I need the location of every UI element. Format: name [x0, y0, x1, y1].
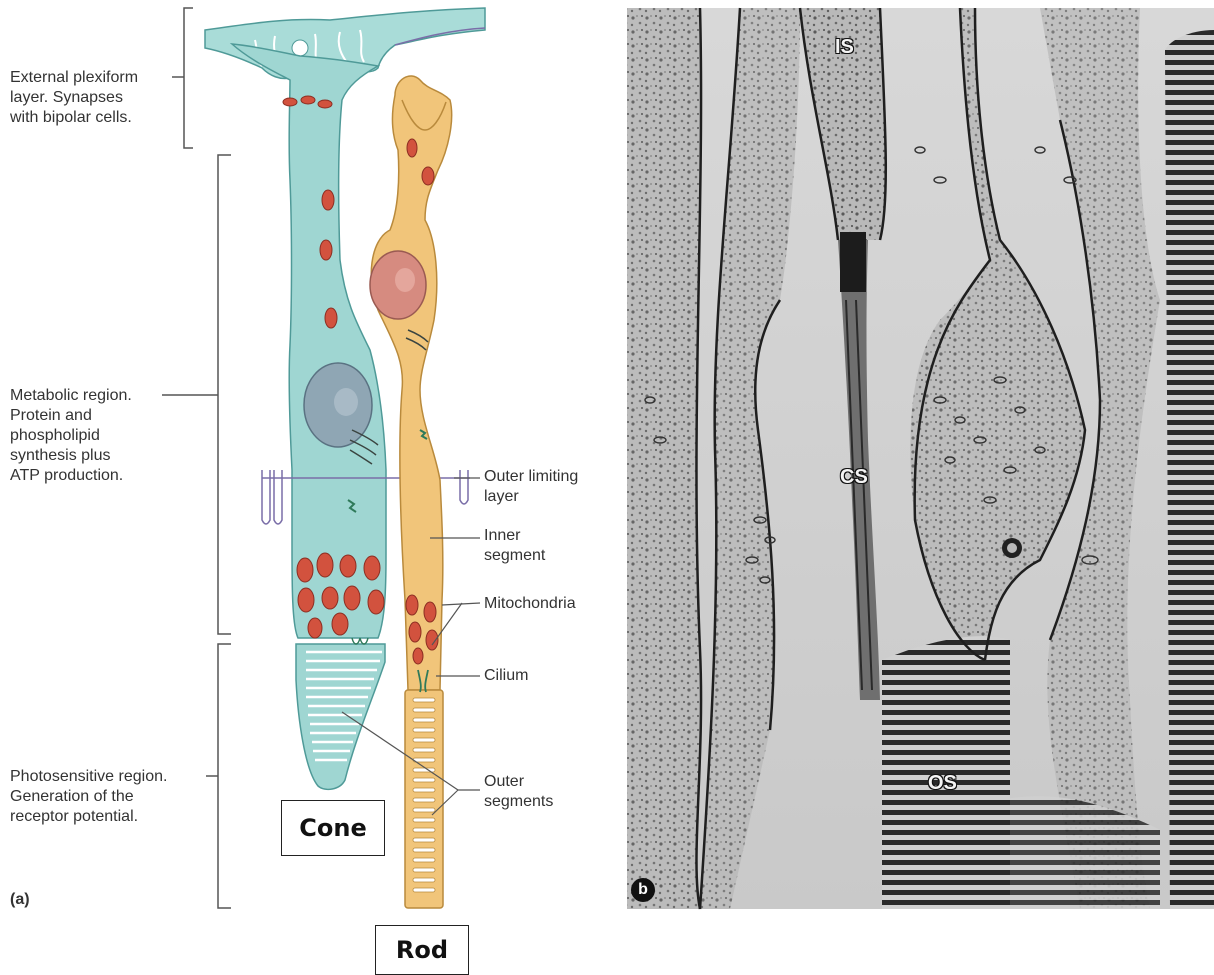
panel-b-letter: b	[631, 878, 655, 902]
cs-label: CS	[840, 466, 868, 489]
is-label: IS	[835, 36, 854, 59]
micrograph-frame	[627, 8, 1214, 909]
os-label: OS	[928, 772, 957, 795]
